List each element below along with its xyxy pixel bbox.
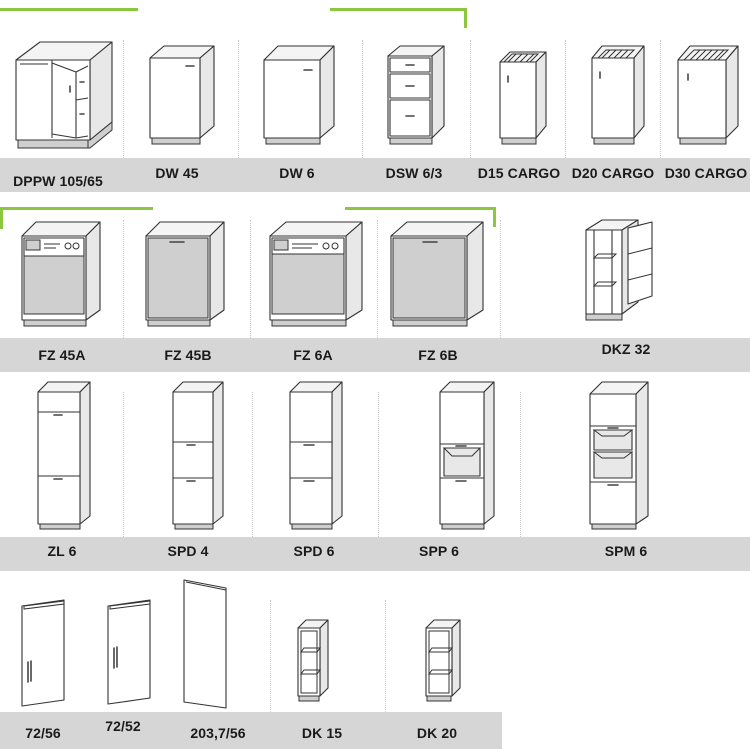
- green-group-marker: [464, 8, 467, 28]
- item-label: FZ 45A: [38, 347, 86, 363]
- front-panel-203-7-56-drawing: [183, 579, 227, 709]
- fz6a-dishwasher-cabinet-drawing: [269, 221, 363, 327]
- column-divider: [123, 392, 124, 537]
- column-divider: [377, 220, 378, 338]
- zl6-tall-fridge-cabinet-drawing: [37, 381, 91, 530]
- d20-cargo-cabinet-drawing: [591, 45, 645, 145]
- column-divider: [238, 40, 239, 158]
- dkz32-corner-shelf-drawing: [585, 219, 653, 321]
- item-label: SPD 4: [167, 543, 209, 559]
- column-divider: [520, 392, 521, 537]
- item-label: DPPW 105/65: [13, 173, 103, 189]
- label-band: [0, 338, 750, 372]
- spd4-tall-cabinet-drawing: [172, 381, 224, 530]
- column-divider: [123, 40, 124, 158]
- dw6-base-cabinet-drawing: [263, 45, 335, 145]
- column-divider: [660, 40, 661, 158]
- fz45a-dishwasher-cabinet-drawing: [21, 221, 101, 327]
- d30-cargo-cabinet-drawing: [677, 45, 739, 145]
- dk20-open-shelf-drawing: [425, 619, 461, 702]
- item-label: FZ 6A: [293, 347, 333, 363]
- d15-cargo-cabinet-drawing: [499, 51, 547, 145]
- item-label: D20 CARGO: [571, 165, 655, 181]
- item-label: D15 CARGO: [477, 165, 561, 181]
- label-band: [0, 158, 750, 192]
- spd6-tall-cabinet-drawing: [289, 381, 343, 530]
- column-divider: [362, 40, 363, 158]
- item-label: DW 45: [155, 165, 199, 181]
- item-label: SPD 6: [293, 543, 335, 559]
- column-divider: [250, 220, 251, 338]
- item-label: D30 CARGO: [664, 165, 748, 181]
- column-divider: [378, 392, 379, 537]
- green-group-marker: [493, 207, 496, 227]
- item-label: FZ 45B: [164, 347, 212, 363]
- column-divider: [470, 40, 471, 158]
- dppw-corner-cabinet-drawing: [15, 41, 113, 149]
- item-label: DW 6: [279, 165, 315, 181]
- column-divider: [270, 600, 271, 712]
- green-group-marker: [0, 207, 3, 229]
- label-band: [0, 537, 750, 571]
- dk15-open-shelf-drawing: [297, 619, 329, 702]
- column-divider: [565, 40, 566, 158]
- front-panel-72-56-drawing: [21, 599, 65, 707]
- item-label: DK 20: [416, 725, 458, 741]
- fz45b-dishwasher-cabinet-drawing: [145, 221, 225, 327]
- item-label: DK 15: [301, 725, 343, 741]
- fz6b-dishwasher-cabinet-drawing: [390, 221, 484, 327]
- item-label: FZ 6B: [418, 347, 458, 363]
- green-group-marker: [345, 207, 496, 210]
- item-label: SPP 6: [419, 543, 459, 559]
- column-divider: [252, 392, 253, 537]
- item-label: ZL 6: [47, 543, 77, 559]
- column-divider: [500, 220, 501, 338]
- dsw63-drawer-cabinet-drawing: [387, 45, 445, 145]
- label-band: [0, 712, 502, 749]
- spp6-oven-cabinet-drawing: [439, 381, 495, 530]
- green-group-marker: [0, 8, 138, 11]
- front-panel-72-52-drawing: [107, 599, 151, 705]
- spm6-microwave-oven-cabinet-drawing: [589, 381, 649, 530]
- column-divider: [385, 600, 386, 712]
- green-group-marker: [330, 8, 467, 11]
- dw45-base-cabinet-drawing: [149, 45, 215, 145]
- item-label: DSW 6/3: [385, 165, 443, 181]
- green-group-marker: [0, 207, 153, 210]
- column-divider: [123, 220, 124, 338]
- item-label: SPM 6: [604, 543, 648, 559]
- item-label: 72/56: [25, 725, 61, 741]
- item-label: DKZ 32: [601, 341, 651, 357]
- item-label: 203,7/56: [190, 725, 246, 741]
- item-label: 72/52: [105, 718, 141, 734]
